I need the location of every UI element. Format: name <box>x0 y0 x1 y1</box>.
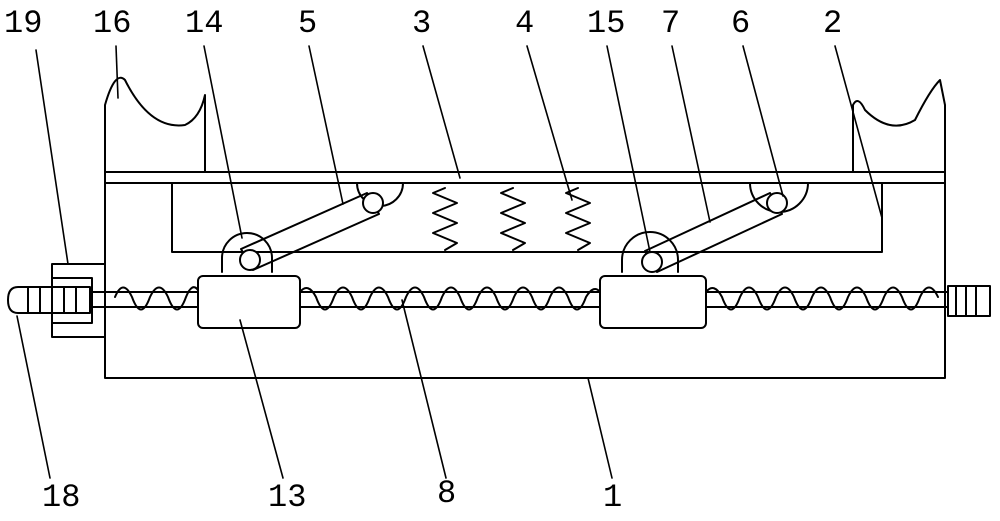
base-body <box>104 171 946 379</box>
callout-5: 5 <box>298 5 318 42</box>
callout-14: 14 <box>185 5 224 42</box>
left-lower-mount <box>221 232 273 273</box>
callout-8: 8 <box>437 475 457 512</box>
spring-middle <box>500 187 526 251</box>
leader-6 <box>742 45 784 197</box>
right-lower-mount <box>621 231 679 273</box>
callout-7: 7 <box>661 5 681 42</box>
callout-3: 3 <box>412 5 432 42</box>
callout-13: 13 <box>268 479 307 516</box>
callout-15: 15 <box>587 5 626 42</box>
pivot-pin-right-upper <box>766 192 788 214</box>
callout-6: 6 <box>731 5 751 42</box>
leader-15 <box>606 45 651 253</box>
left-slider-block <box>197 275 301 329</box>
leader-1 <box>587 377 613 479</box>
leader-2 <box>834 45 883 219</box>
leader-19 <box>35 49 69 265</box>
pivot-pin-left-upper <box>362 192 384 214</box>
left-clamp-jaw <box>104 76 206 173</box>
leader-13 <box>239 319 284 479</box>
pivot-pin-right-lower <box>641 251 663 273</box>
right-clamp-jaw <box>852 79 946 173</box>
leader-16 <box>115 45 119 99</box>
leader-18 <box>16 315 51 479</box>
callout-19: 19 <box>4 5 43 42</box>
callout-16: 16 <box>93 5 132 42</box>
callout-18: 18 <box>42 479 81 516</box>
callout-2: 2 <box>823 5 843 42</box>
spring-left <box>432 187 458 251</box>
pivot-pin-left-lower <box>239 249 261 271</box>
spring-right <box>565 187 591 251</box>
leader-3 <box>422 45 461 179</box>
leader-14 <box>203 45 243 239</box>
screw-thread-left <box>114 286 199 311</box>
callout-1: 1 <box>603 479 623 516</box>
left-connecting-rod <box>240 192 380 271</box>
leader-8 <box>401 299 447 479</box>
adjust-knob <box>7 286 91 314</box>
leader-4 <box>526 45 573 201</box>
screw-thread-right <box>705 286 939 311</box>
leader-7 <box>671 45 711 223</box>
screw-thread-middle <box>299 286 601 311</box>
bearing-seat <box>51 263 106 338</box>
right-end-nut <box>947 285 991 317</box>
leader-5 <box>308 45 344 205</box>
callout-4: 4 <box>515 5 535 42</box>
right-slider-block <box>599 275 707 329</box>
